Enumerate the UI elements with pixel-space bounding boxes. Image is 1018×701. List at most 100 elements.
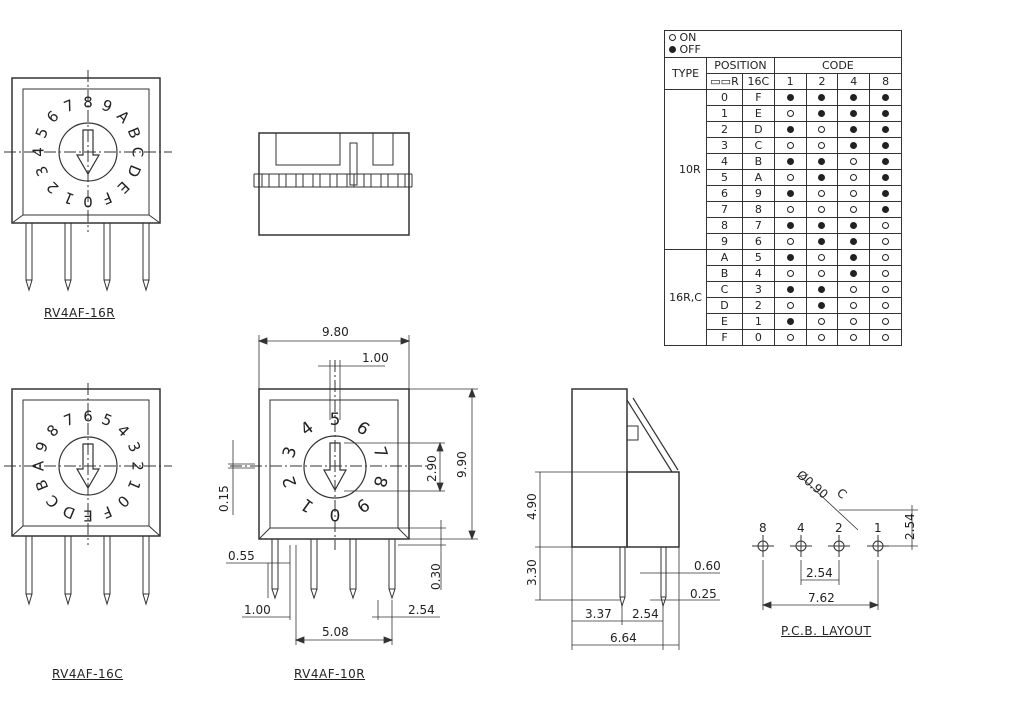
dial-digit: 1 xyxy=(297,494,318,517)
dim-tail: 0.30 xyxy=(429,563,443,590)
off-icon xyxy=(882,190,890,197)
code-cell xyxy=(869,281,902,298)
pcb-pin-8: 8 xyxy=(759,521,767,535)
off-icon xyxy=(818,238,826,245)
off-icon xyxy=(818,302,826,309)
dial-digit: A xyxy=(29,460,47,471)
dim-side-w2: 2.54 xyxy=(632,607,659,621)
header-code: CODE xyxy=(773,57,903,74)
dim-pin-span: 5.08 xyxy=(322,625,349,639)
position-r: E xyxy=(706,313,743,330)
dial-digit: 0 xyxy=(114,492,133,511)
off-icon xyxy=(850,94,858,101)
off-icon xyxy=(786,190,794,197)
code-cell xyxy=(837,89,871,106)
on-icon xyxy=(786,142,794,149)
position-16c: 2 xyxy=(741,297,775,314)
legend-off: OFF xyxy=(679,43,701,56)
code-cell xyxy=(805,185,839,202)
dial-digit: 4 xyxy=(297,418,318,441)
code-cell xyxy=(837,233,871,250)
dial-digit: 0 xyxy=(83,193,93,211)
off-icon xyxy=(882,206,890,213)
code-cell xyxy=(805,281,839,298)
code-cell xyxy=(805,121,839,138)
dim-side-t1: 0.60 xyxy=(694,559,721,573)
on-icon xyxy=(882,302,890,309)
dial-digit: C xyxy=(43,491,63,511)
code-cell xyxy=(773,265,807,282)
position-16c: 5 xyxy=(741,249,775,266)
position-r: A xyxy=(706,249,743,266)
on-icon xyxy=(786,270,794,277)
dial-digit: D xyxy=(123,162,144,180)
on-icon xyxy=(786,110,794,117)
code-cell xyxy=(773,329,807,346)
code-cell xyxy=(869,233,902,250)
position-16c: 1 xyxy=(741,313,775,330)
dim-side-h1: 4.90 xyxy=(525,493,539,520)
code-cell xyxy=(805,217,839,234)
on-icon xyxy=(786,302,794,309)
pcb-layout xyxy=(752,475,918,610)
on-icon xyxy=(850,158,858,165)
header-bit-4: 4 xyxy=(837,73,871,90)
code-cell xyxy=(869,217,902,234)
off-icon xyxy=(850,254,858,261)
dim-offset: 0.15 xyxy=(217,485,231,512)
side-tab xyxy=(397,173,406,188)
code-cell xyxy=(837,265,871,282)
side-tab xyxy=(278,173,287,188)
switch-side-view xyxy=(253,132,413,236)
position-r: 8 xyxy=(706,217,743,234)
off-icon xyxy=(818,110,826,117)
code-cell xyxy=(773,233,807,250)
off-icon xyxy=(882,174,890,181)
side-tab xyxy=(363,173,372,188)
code-cell xyxy=(773,313,807,330)
position-16c: D xyxy=(741,121,775,138)
dim-pin-edge: 1.00 xyxy=(244,603,271,617)
side-tab xyxy=(380,173,389,188)
position-16c: F xyxy=(741,89,775,106)
position-r: 2 xyxy=(706,121,743,138)
header-bit-8: 8 xyxy=(869,73,902,90)
off-icon xyxy=(786,94,794,101)
dial-digit: 3 xyxy=(124,439,144,455)
dial-digit: B xyxy=(124,125,145,141)
dim-slot: 1.00 xyxy=(362,351,389,365)
position-16c: 9 xyxy=(741,185,775,202)
code-cell xyxy=(805,265,839,282)
code-cell xyxy=(837,137,871,154)
code-cell xyxy=(869,313,902,330)
code-cell xyxy=(869,329,902,346)
code-cell xyxy=(837,313,871,330)
code-cell xyxy=(837,329,871,346)
dial-digit: 1 xyxy=(124,477,144,493)
header-bit-1: 1 xyxy=(773,73,807,90)
front-dimensions xyxy=(226,335,478,645)
dial-digit: F xyxy=(100,502,115,522)
dial-digit: 9 xyxy=(99,96,115,116)
on-icon xyxy=(818,142,826,149)
off-icon xyxy=(850,110,858,117)
pcb-pin-1: 1 xyxy=(874,521,882,535)
dial-digit: E xyxy=(114,178,133,197)
dial-digit: A xyxy=(113,107,134,128)
on-icon xyxy=(669,34,676,41)
code-cell xyxy=(773,169,807,186)
position-16c: 8 xyxy=(741,201,775,218)
code-cell xyxy=(773,217,807,234)
code-cell xyxy=(773,201,807,218)
switch-side-profile xyxy=(535,388,720,650)
code-cell xyxy=(869,137,902,154)
dim-pin-width: 0.55 xyxy=(228,549,255,563)
position-r: C xyxy=(706,281,743,298)
dial-digit: B xyxy=(32,477,53,493)
dial-digit: 5 xyxy=(32,125,52,141)
on-icon xyxy=(882,334,890,341)
on-icon xyxy=(818,318,826,325)
